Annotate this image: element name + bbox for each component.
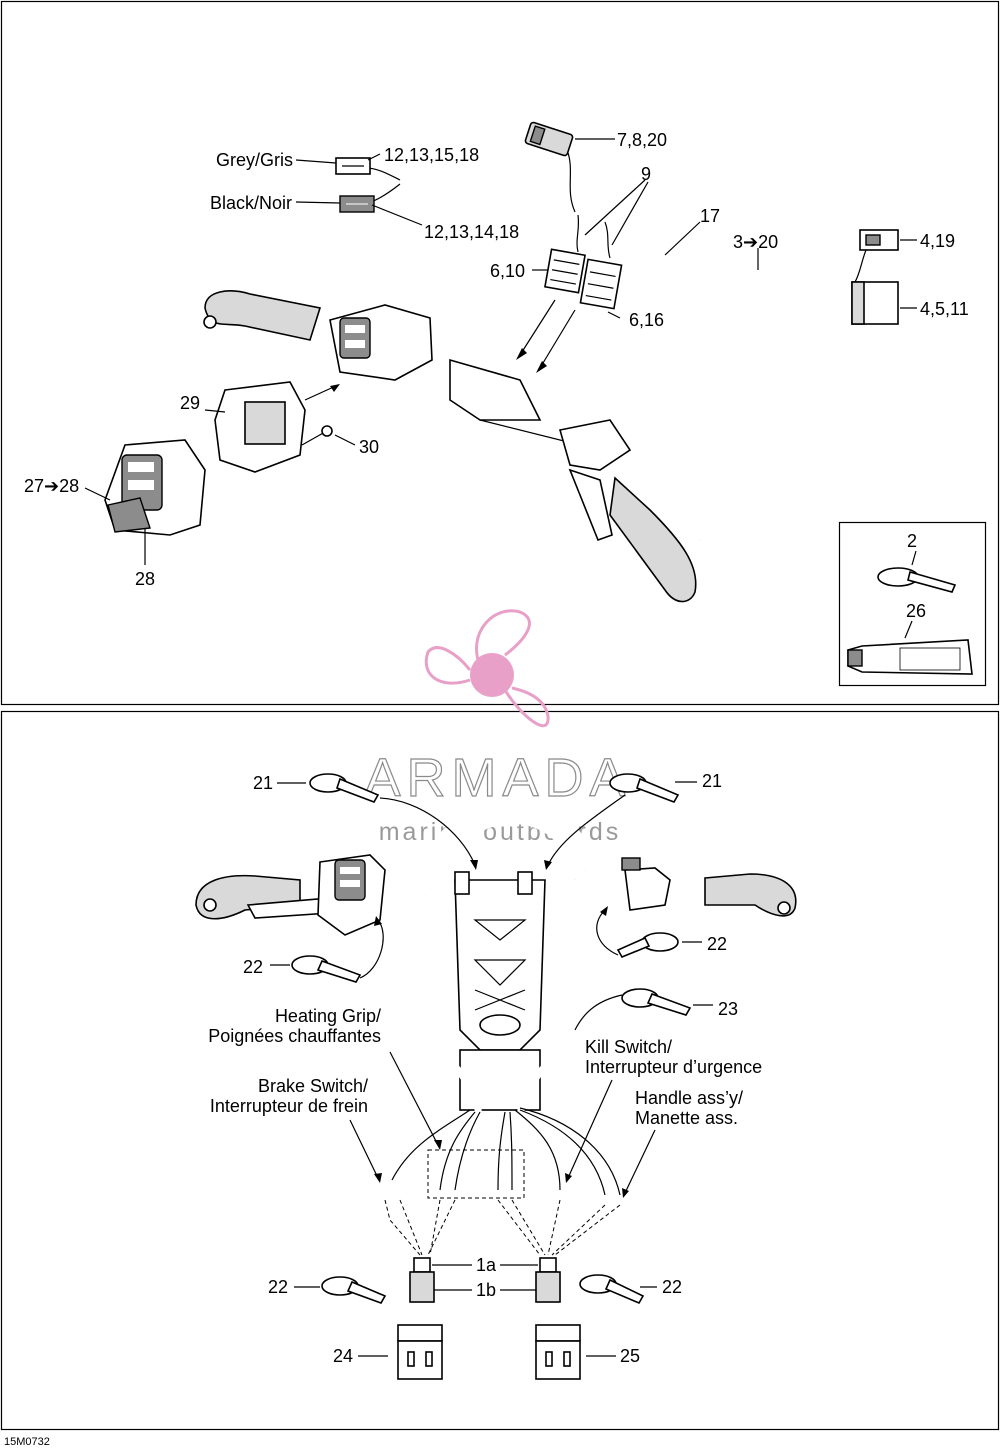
connector-grey [335, 157, 371, 175]
label-6-16: 6,16 [629, 310, 664, 330]
label-2: 2 [907, 531, 917, 551]
label-22-bottom-right: 22 [662, 1277, 682, 1297]
label-22-bottom-left: 22 [268, 1277, 288, 1297]
label-handle-en: Handle ass’y/ [635, 1088, 743, 1108]
connector-24 [397, 1324, 443, 1380]
label-12-13-15-18: 12,13,15,18 [384, 145, 479, 165]
cable-tie-21-left-icon [309, 773, 380, 803]
diagram-code: 15M0732 [4, 1436, 50, 1448]
part-27-28-switch-module [104, 439, 206, 536]
label-7-8-20: 7,8,20 [617, 130, 667, 150]
cable-tie-2-icon [877, 567, 957, 593]
connector-6-16 [579, 258, 623, 310]
sleeve-1a-1b-left [409, 1257, 435, 1303]
label-3-20: 3➔20 [733, 232, 778, 252]
handlebar-assembly [203, 279, 713, 603]
cable-tie-22-left-icon [291, 955, 362, 983]
label-handle-fr: Manette ass. [635, 1108, 738, 1128]
label-24: 24 [333, 1346, 353, 1366]
label-4-5-11: 4,5,11 [920, 299, 969, 319]
bottom-panel: 21 21 22 22 23 Heating Grip/ Poignées ch… [195, 771, 797, 1380]
top-leader-lines [84, 138, 917, 565]
connector-4-5-11 [851, 281, 899, 325]
propeller-logo-icon [424, 609, 550, 728]
cable-tie-22-bottom-right-icon [579, 1274, 645, 1305]
watermark-brand: ARMADA [364, 748, 631, 808]
sealant-tube-26-icon [847, 639, 973, 675]
label-25: 25 [620, 1346, 640, 1366]
label-brake-switch-en: Brake Switch/ [258, 1076, 368, 1096]
cable-tie-21-right-icon [609, 773, 680, 803]
bottom-panel-frame [0, 710, 1000, 1431]
connector-7-8-20 [524, 121, 574, 157]
label-30: 30 [359, 437, 379, 457]
label-21-right: 21 [702, 771, 722, 791]
label-1b: 1b [476, 1280, 496, 1300]
label-heating-grip-fr: Poignées chauffantes [208, 1026, 381, 1046]
label-22-right: 22 [707, 934, 727, 954]
handlebar-front-view [195, 799, 797, 1256]
label-12-13-14-18: 12,13,14,18 [424, 222, 519, 242]
label-kill-switch-fr: Interrupteur d’urgence [585, 1057, 762, 1077]
connector-black [339, 195, 375, 213]
inset-box: 2 26 [838, 521, 987, 687]
label-heating-grip-en: Heating Grip/ [275, 1006, 381, 1026]
label-28: 28 [135, 569, 155, 589]
label-29: 29 [180, 393, 200, 413]
label-black-noir: Black/Noir [210, 193, 292, 213]
wiring-harness [365, 149, 873, 295]
connector-6-10 [544, 248, 586, 294]
label-4-19: 4,19 [920, 231, 955, 251]
label-23: 23 [718, 999, 738, 1019]
connector-4-19 [859, 229, 899, 251]
label-22-left: 22 [243, 957, 263, 977]
bottom-leader-lines [270, 781, 713, 1357]
label-grey-gris: Grey/Gris [216, 150, 293, 170]
part-30-screw [301, 425, 333, 446]
label-26: 26 [906, 601, 926, 621]
cable-tie-23-icon [621, 988, 692, 1016]
label-9: 9 [641, 164, 651, 184]
label-1a: 1a [476, 1255, 497, 1275]
label-brake-switch-fr: Interrupteur de frein [210, 1096, 368, 1116]
top-panel: Grey/Gris Black/Noir 12,13,15,18 12,13,1… [24, 121, 987, 687]
label-17: 17 [700, 206, 720, 226]
cable-tie-22-right-icon [616, 932, 679, 959]
connector-25 [535, 1324, 581, 1380]
label-6-10: 6,10 [490, 261, 525, 281]
label-21-left: 21 [253, 773, 273, 793]
sleeve-1a-1b-right [535, 1257, 561, 1303]
cable-tie-22-bottom-left-icon [321, 1276, 387, 1304]
top-panel-frame [0, 0, 1000, 706]
label-27-28: 27➔28 [24, 476, 79, 496]
label-kill-switch-en: Kill Switch/ [585, 1037, 672, 1057]
part-29-cover [214, 381, 340, 473]
